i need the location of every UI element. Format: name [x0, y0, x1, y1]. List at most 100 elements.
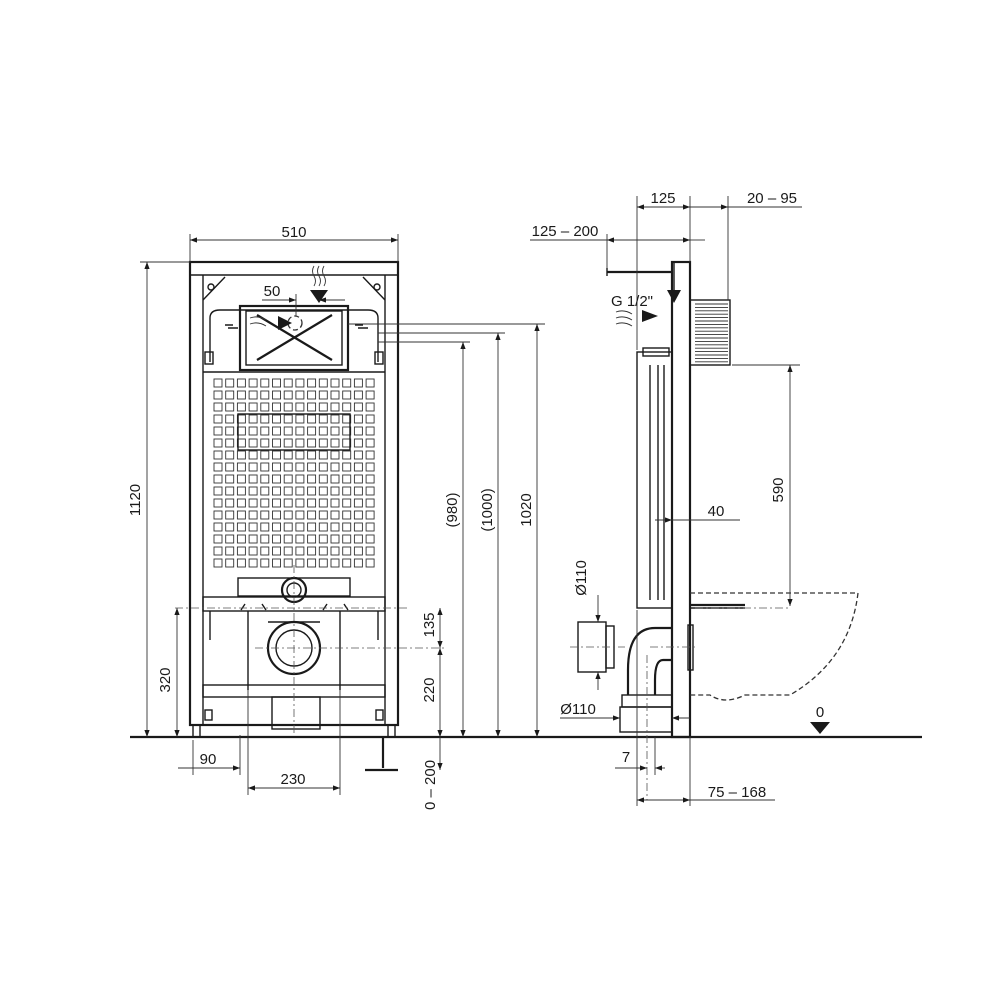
grid-square — [365, 438, 375, 448]
grid-square — [353, 534, 363, 544]
grid-square — [272, 438, 281, 448]
grid-square — [318, 522, 328, 532]
wall-mount-plate — [689, 299, 731, 366]
grid-square — [295, 414, 305, 424]
grid-square — [260, 390, 270, 400]
grid-square — [353, 498, 363, 508]
grid-square — [342, 546, 352, 556]
grid-square — [307, 510, 317, 520]
grid-square — [260, 438, 270, 448]
grid-square — [272, 510, 281, 520]
grid-square — [236, 462, 246, 472]
grid-square — [365, 450, 375, 460]
grid-square — [342, 498, 352, 508]
width-dimension: 510 — [281, 224, 306, 241]
grid-square — [283, 462, 293, 472]
grid-square — [330, 534, 340, 544]
grid-square — [318, 510, 328, 520]
grid-square — [330, 558, 340, 568]
grid-square — [353, 378, 363, 388]
grid-square — [295, 498, 305, 508]
grid-square — [236, 558, 246, 568]
inlet-thread-label: G 1/2" — [611, 293, 653, 310]
front-frame — [175, 260, 445, 772]
height-1020-dimension: 1020 — [518, 493, 535, 526]
grid-square — [260, 534, 270, 544]
grid-square — [236, 450, 246, 460]
grid-square — [248, 486, 258, 496]
grid-square — [295, 474, 305, 484]
grid-square — [283, 390, 293, 400]
grid-square — [225, 522, 235, 532]
grid-square — [307, 486, 317, 496]
grid-square — [260, 558, 270, 568]
grid-square — [248, 450, 258, 460]
floor-level-label: 0 — [816, 704, 824, 721]
grid-square — [318, 498, 328, 508]
grid-square — [353, 450, 363, 460]
grid-square — [248, 474, 258, 484]
grid-square — [213, 438, 223, 448]
grid-square — [272, 414, 281, 424]
grid-square — [283, 414, 293, 424]
grid-square — [260, 414, 270, 424]
grid-square — [295, 486, 305, 496]
grid-square — [318, 438, 328, 448]
grid-square — [342, 414, 352, 424]
bolt-to-outlet-dimension: 135 — [421, 612, 438, 637]
grid-square — [353, 522, 363, 532]
grid-square — [272, 558, 281, 568]
grid-square — [260, 546, 270, 556]
grid-square — [353, 462, 363, 472]
grid-square — [365, 558, 375, 568]
grid-square — [342, 378, 352, 388]
grid-square — [213, 522, 223, 532]
offset-dimension: 7 — [622, 749, 630, 766]
grid-square — [248, 402, 258, 412]
grid-square — [225, 414, 235, 424]
grid-square — [236, 510, 246, 520]
grid-square — [295, 426, 305, 436]
grid-square — [295, 438, 305, 448]
grid-square — [225, 462, 235, 472]
grid-square — [283, 546, 293, 556]
height-1000-dimension: (1000) — [479, 488, 496, 531]
grid-square — [295, 450, 305, 460]
grid-square — [213, 450, 223, 460]
supply-arrow-icon — [310, 290, 328, 303]
grid-square — [236, 486, 246, 496]
grid-square — [213, 486, 223, 496]
grid-square — [318, 426, 328, 436]
grid-square — [330, 486, 340, 496]
bolt-spacing-dimension: 230 — [280, 771, 305, 788]
grid-square — [225, 486, 235, 496]
grid-square — [353, 474, 363, 484]
grid-square — [248, 558, 258, 568]
grid-square — [330, 498, 340, 508]
total-height-dimension: 1120 — [127, 484, 144, 516]
grid-square — [260, 498, 270, 508]
grid-square — [283, 438, 293, 448]
grid-square — [213, 558, 223, 568]
foot-dimension: 90 — [200, 751, 217, 768]
side-dimension-lines — [530, 196, 802, 806]
grid-square — [365, 462, 375, 472]
grid-square — [318, 546, 328, 556]
grid-square — [318, 450, 328, 460]
grid-square — [248, 390, 258, 400]
grid-square — [283, 558, 293, 568]
grid-square — [260, 426, 270, 436]
grid-square — [272, 474, 281, 484]
grid-square — [272, 546, 281, 556]
flush-offset-dimension: 50 — [264, 283, 281, 300]
grid-square — [365, 402, 375, 412]
grid-square — [225, 450, 235, 460]
grid-square — [225, 510, 235, 520]
grid-square — [365, 474, 375, 484]
side-frame — [570, 260, 859, 800]
grid-square — [236, 390, 246, 400]
grid-square — [365, 510, 375, 520]
grid-square — [283, 450, 293, 460]
grid-square — [353, 414, 363, 424]
grid-square — [330, 474, 340, 484]
